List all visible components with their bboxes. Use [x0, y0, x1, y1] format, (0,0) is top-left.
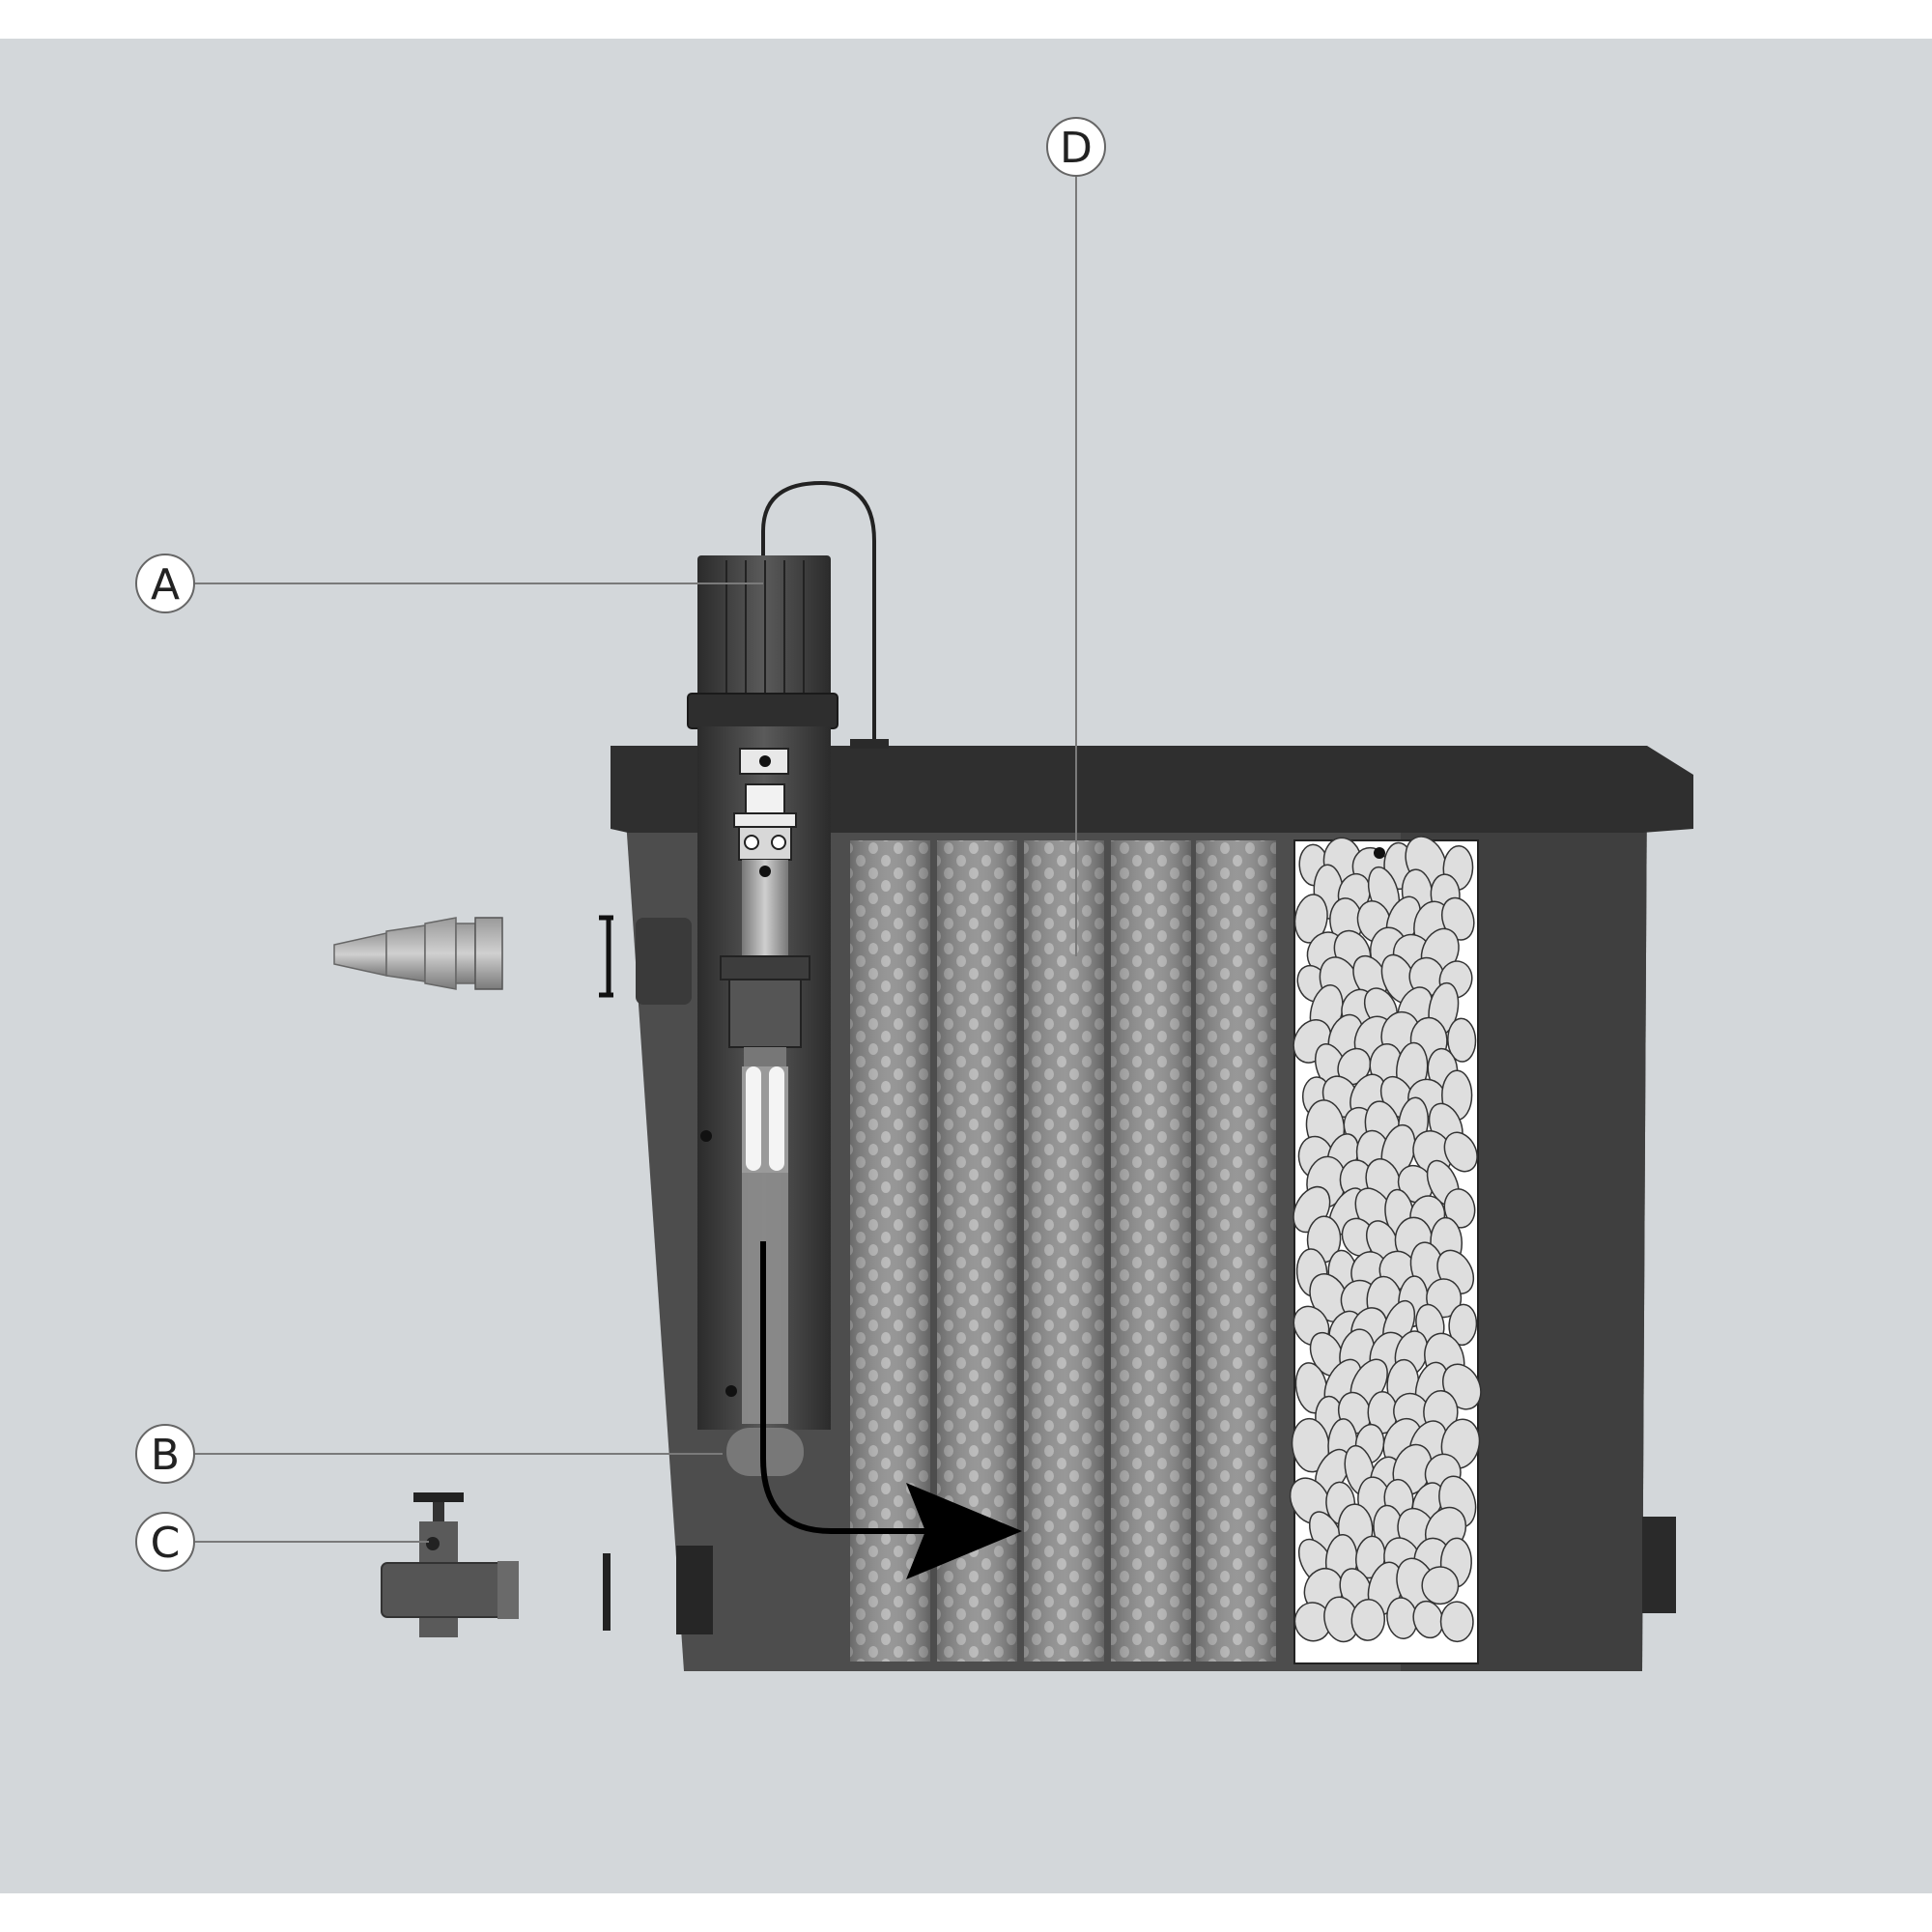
tank-drain-port — [676, 1546, 713, 1634]
bio-media-stone — [1293, 894, 1328, 944]
power-cable — [761, 480, 876, 744]
inlet-seal — [599, 915, 613, 998]
tank-side-outlet — [1642, 1517, 1676, 1613]
bio-media-stone — [1443, 1131, 1478, 1173]
bio-media-stone — [1350, 1598, 1386, 1641]
drain-valve-icon — [381, 1492, 611, 1637]
callout-d: D — [1046, 117, 1106, 177]
callout-c-label: C — [151, 1519, 181, 1568]
bio-media-panel — [1289, 836, 1482, 1664]
sponge-panels — [850, 840, 1276, 1662]
bio-media-stone — [1448, 1303, 1478, 1347]
tank-inlet-port — [636, 918, 692, 1005]
callout-a-label: A — [151, 560, 180, 610]
leader-lines — [194, 176, 1077, 1543]
sponge-panel-5 — [1196, 840, 1276, 1662]
uv-collar — [687, 693, 838, 729]
callout-b: B — [135, 1424, 195, 1484]
hose-tail-connector-icon — [333, 917, 503, 990]
bio-media-stone — [1439, 1601, 1474, 1643]
sponge-panel-1 — [850, 840, 930, 1662]
callout-b-label: B — [151, 1431, 180, 1480]
uv-clarifier-icon — [687, 480, 889, 1476]
bio-media-stone — [1447, 1017, 1477, 1063]
callout-d-label: D — [1060, 124, 1093, 173]
callout-a: A — [135, 554, 195, 613]
bio-media-stone — [1443, 1188, 1476, 1229]
bio-media-stone — [1421, 1566, 1460, 1605]
callout-c: C — [135, 1512, 195, 1572]
tank-rim — [611, 746, 1693, 833]
water-flow-arrow-icon — [760, 1241, 1022, 1579]
sponge-panel-4 — [1111, 840, 1191, 1662]
sponge-panel-3 — [1024, 840, 1104, 1662]
